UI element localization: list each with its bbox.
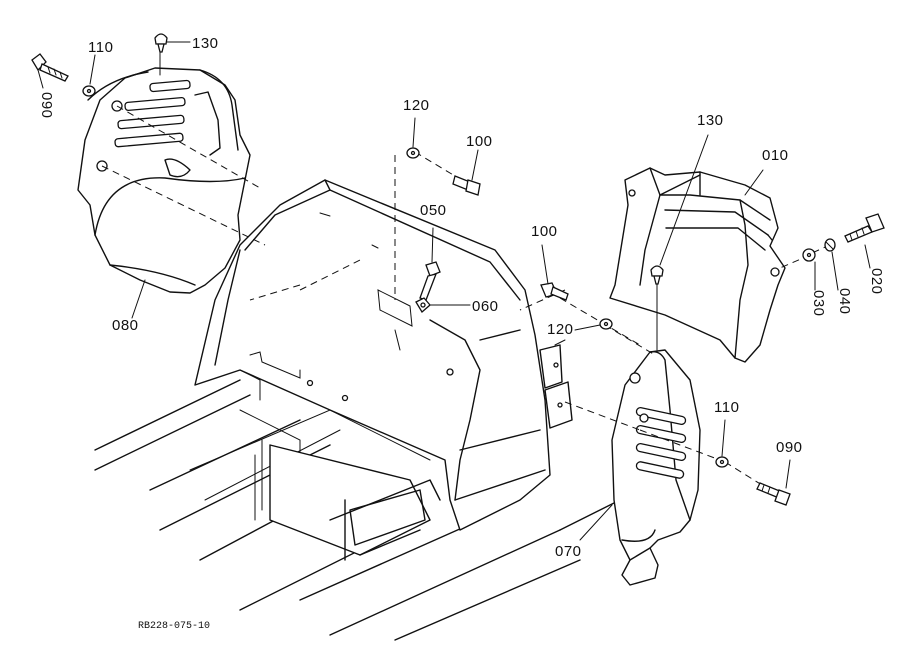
bolt-100-mid [540,282,569,301]
leader-lines [37,41,871,541]
bolt-090-left [31,53,69,82]
callout-110-left: 110 [88,39,114,56]
washer-120-mid-hole [603,321,609,327]
callout-110-right: 110 [714,399,740,416]
callout-080: 080 [112,317,139,334]
dash-panel-body [194,179,551,531]
clip-130-left [154,33,168,53]
bolt-020 [844,213,885,243]
callout-100-top: 100 [466,133,493,150]
callout-120-top: 120 [403,97,430,114]
washer-110-left-hole [86,88,92,94]
bolt-100-top [452,175,481,196]
callout-010: 010 [762,147,789,164]
callout-120-mid: 120 [547,321,574,338]
callout-040: 040 [836,288,853,315]
washer-110-right-hole [719,459,725,465]
part-080-left-cover [77,67,251,294]
part-070-right-cover [611,349,701,586]
washer-030-hole [806,252,812,258]
washer-120-top-hole [410,150,416,156]
bolt-050 [419,261,441,301]
floor-step-box [254,439,441,561]
callout-060: 060 [472,298,499,315]
callout-050: 050 [420,202,447,219]
callout-130-right: 130 [697,112,724,129]
callout-090-right: 090 [776,439,803,456]
callout-100-mid: 100 [531,223,558,240]
callout-030: 030 [810,290,827,317]
lockwasher-040 [824,238,836,252]
bolt-090-right [756,482,791,506]
mount-brackets [539,339,573,429]
clip-130-right [650,265,664,285]
part-010-panel [609,167,786,363]
callout-070: 070 [555,543,582,560]
callout-130-left: 130 [192,35,219,52]
callout-020: 020 [868,268,885,295]
callout-090-left: 090 [38,92,55,119]
drawing-code: RB228-075-10 [138,621,211,632]
